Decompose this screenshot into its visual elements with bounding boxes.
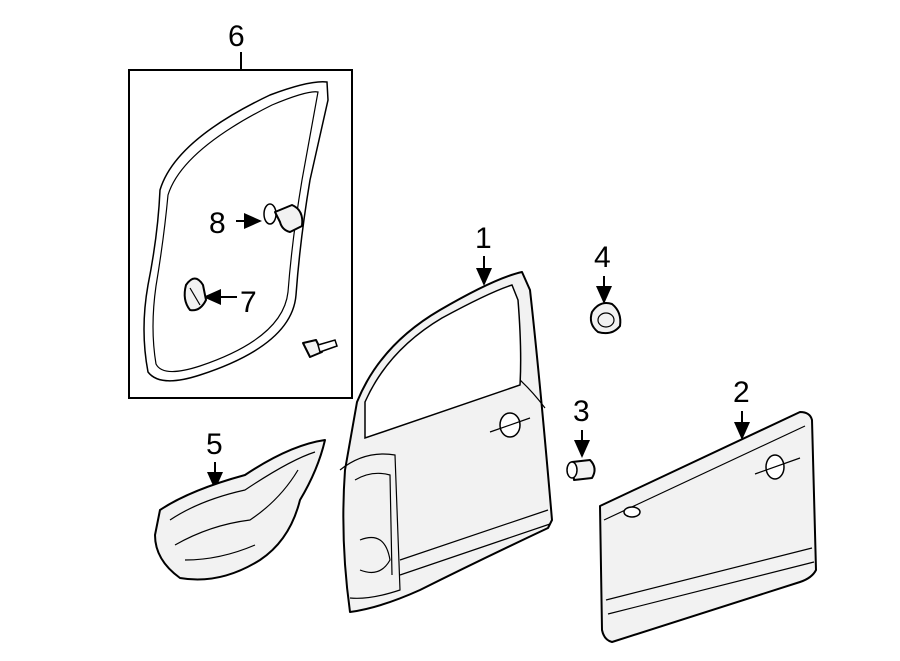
callout-1: 1 [475,222,492,255]
callout-5: 5 [206,428,223,461]
callout-3: 3 [573,395,590,428]
front-door-shell [339,271,553,613]
callout-4: 4 [594,241,611,274]
grommet-part-4 [589,302,622,335]
callout-7: 7 [240,286,257,319]
screw-icon [302,339,338,358]
door-outer-panel [599,411,817,643]
callout-6: 6 [228,20,245,53]
clip-part-8 [263,203,304,233]
callout-8: 8 [209,207,226,240]
plug-part-3 [566,459,596,481]
insulator-part-5 [154,439,326,581]
callout-2: 2 [733,376,750,409]
clip-part-7 [183,277,207,312]
